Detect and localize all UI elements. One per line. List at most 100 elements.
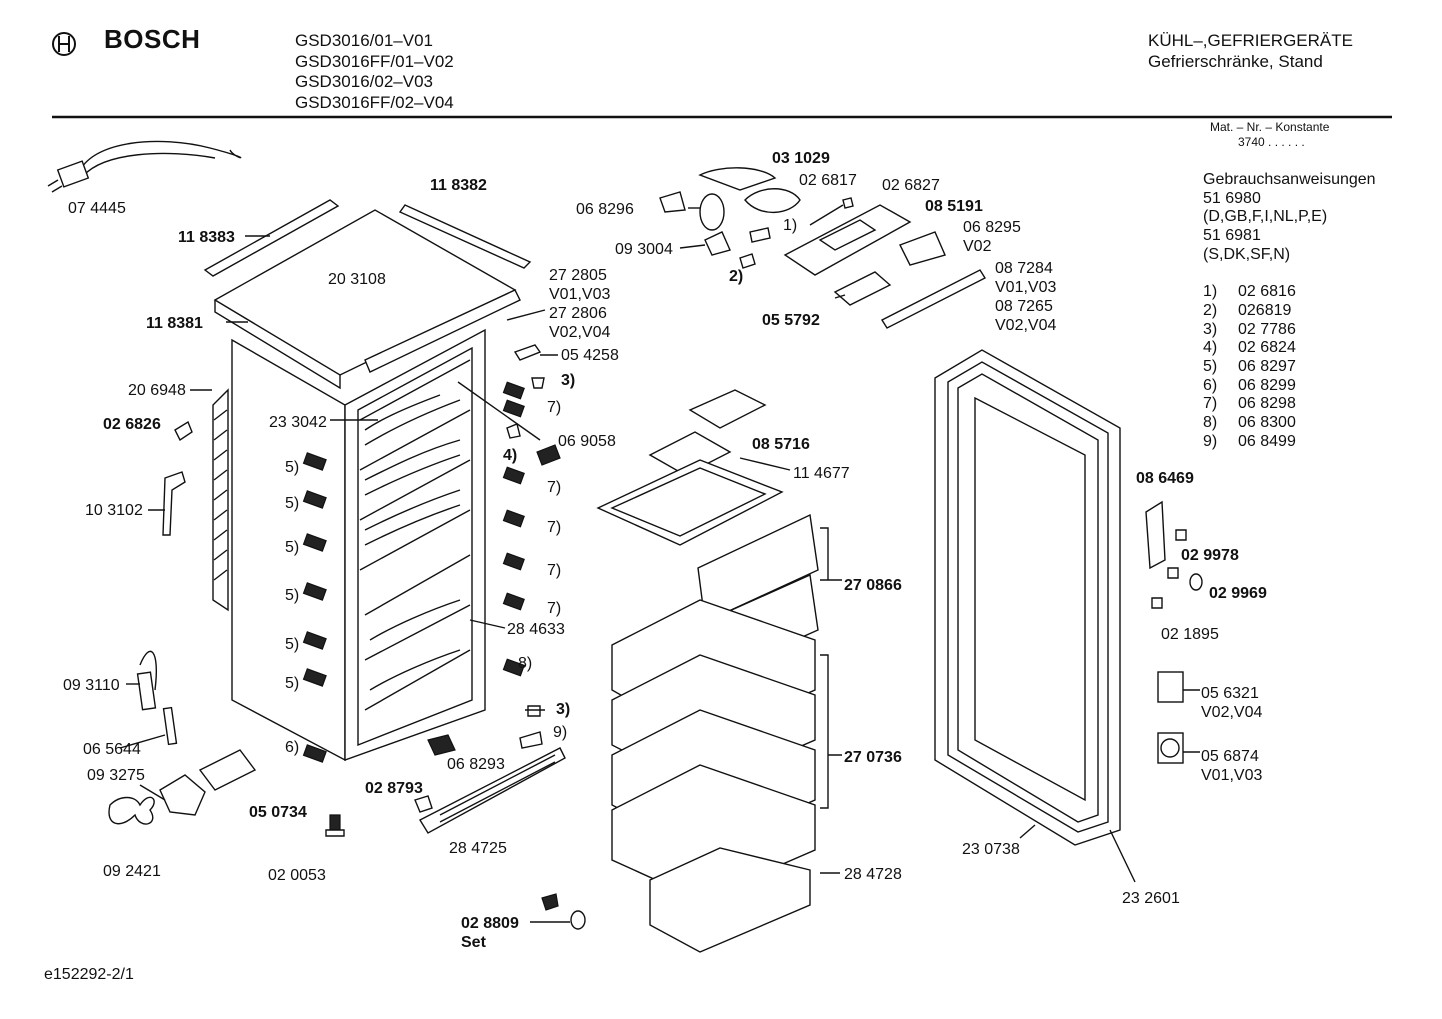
model-2: GSD3016FF/01–V02 xyxy=(295,52,454,71)
variant-label: V01,V03 xyxy=(1201,767,1263,784)
footnote-num: 2) xyxy=(1203,302,1218,319)
ref-label: 5) xyxy=(285,539,300,556)
thermostat-sensor-icon xyxy=(162,471,186,536)
footnote-num: 5) xyxy=(1203,358,1218,375)
part-label: 27 0736 xyxy=(844,749,902,766)
ref-label: 5) xyxy=(285,495,300,512)
part-label: 02 9969 xyxy=(1209,585,1267,602)
ref-label: 5) xyxy=(285,636,300,653)
footnote-part: 02 6824 xyxy=(1238,339,1296,356)
ref-label: 3) xyxy=(561,372,576,389)
category-title: KÜHL–,GEFRIERGERÄTE xyxy=(1148,31,1353,50)
part-label: 27 2805 xyxy=(549,267,607,284)
part-label: 02 8793 xyxy=(365,780,423,797)
right-clips-icon xyxy=(502,381,525,677)
ref-label: 7) xyxy=(547,399,562,416)
freezer-door-icon xyxy=(934,349,1121,846)
part-label: 08 7265 xyxy=(995,298,1053,315)
part-label: 02 0053 xyxy=(268,867,326,884)
manuals-title: Gebrauchsanweisungen xyxy=(1203,171,1376,188)
footnote-part: 02 7786 xyxy=(1238,321,1296,338)
footnote-part: 06 8299 xyxy=(1238,377,1296,394)
footnote-part: 06 8499 xyxy=(1238,433,1296,450)
ref-label: 8) xyxy=(518,655,533,672)
manual-2: 51 6981 xyxy=(1203,227,1261,244)
part-label: 02 6827 xyxy=(882,177,940,194)
ref-label: 3) xyxy=(556,701,571,718)
model-4: GSD3016FF/02–V04 xyxy=(295,93,454,112)
manual-1-langs: (D,GB,F,I,NL,P,E) xyxy=(1203,208,1328,225)
footnote-num: 8) xyxy=(1203,414,1218,431)
footnote-part: 06 8298 xyxy=(1238,395,1296,412)
part-label: 02 1895 xyxy=(1161,626,1219,643)
part-label: 09 3110 xyxy=(63,677,120,694)
footnote-part: 06 8297 xyxy=(1238,358,1296,375)
part-label: 20 3108 xyxy=(328,271,386,288)
part-label: 11 8382 xyxy=(430,177,487,194)
part-label: 08 5716 xyxy=(752,436,810,453)
model-1: GSD3016/01–V01 xyxy=(295,31,433,50)
ref-label: 5) xyxy=(285,675,300,692)
part-label: 05 0734 xyxy=(249,804,307,821)
part-label: 27 2806 xyxy=(549,305,607,322)
part-label: 02 6817 xyxy=(799,172,857,189)
part-label: 28 4725 xyxy=(449,840,507,857)
drawing-id: e152292-2/1 xyxy=(44,966,134,983)
part-label: 23 2601 xyxy=(1122,890,1180,907)
part-label: 06 5644 xyxy=(83,741,141,758)
fan-motor-icon xyxy=(108,749,257,825)
ref-label: 1) xyxy=(783,217,798,234)
part-label: 06 8295 xyxy=(963,219,1021,236)
mat-label: Mat. – Nr. – Konstante xyxy=(1210,120,1330,134)
ref-label: 6) xyxy=(285,739,300,756)
power-cord-icon xyxy=(47,140,242,193)
mat-value: 3740 . . . . . . xyxy=(1238,135,1305,149)
tray-114677-icon xyxy=(596,459,784,546)
ref-label: 7) xyxy=(547,562,562,579)
model-3: GSD3016/02–V03 xyxy=(295,72,433,91)
ref-label: 5) xyxy=(285,587,300,604)
part-label: 03 1029 xyxy=(772,150,830,167)
footnote-part: 026819 xyxy=(1238,302,1292,319)
part-label: 20 6948 xyxy=(128,382,186,399)
part-label: 08 6469 xyxy=(1136,470,1194,487)
ice-tray-icon xyxy=(648,389,767,476)
freezer-drawers-icon xyxy=(611,513,819,953)
manual-1: 51 6980 xyxy=(1203,190,1261,207)
category-subtitle: Gefrierschränke, Stand xyxy=(1148,52,1323,71)
ref-label: 7) xyxy=(547,600,562,617)
brand-name: BOSCH xyxy=(104,24,201,54)
set-label: Set xyxy=(461,934,486,951)
ref-label: 5) xyxy=(285,459,300,476)
part-label: 05 5792 xyxy=(762,312,820,329)
ref-label: 7) xyxy=(547,479,562,496)
part-label: 08 5191 xyxy=(925,198,983,215)
variant-label: V01,V03 xyxy=(549,286,611,303)
variant-label: V01,V03 xyxy=(995,279,1057,296)
part-label: 08 7284 xyxy=(995,260,1053,277)
variant-label: V02 xyxy=(963,238,992,255)
part-label: 02 6826 xyxy=(103,416,161,433)
clip-026826-icon xyxy=(174,420,193,442)
condenser-icon xyxy=(212,388,229,612)
footnote-num: 6) xyxy=(1203,377,1218,394)
part-label: 09 2421 xyxy=(103,863,161,880)
part-label: 06 8296 xyxy=(576,201,634,218)
part-label: 07 4445 xyxy=(68,200,126,217)
footnote-num: 3) xyxy=(1203,321,1218,338)
part-label: 02 9978 xyxy=(1181,547,1239,564)
part-label: 02 8809 xyxy=(461,915,519,932)
part-label: 09 3004 xyxy=(615,241,673,258)
part-label: 06 9058 xyxy=(558,433,616,450)
footnote-num: 4) xyxy=(1203,339,1218,356)
label-plate-icon xyxy=(1157,671,1184,703)
footnote-num: 7) xyxy=(1203,395,1218,412)
part-label: 09 3275 xyxy=(87,767,145,784)
variant-label: V02,V04 xyxy=(549,324,611,341)
part-label: 05 4258 xyxy=(561,347,619,364)
part-label: 11 8381 xyxy=(146,315,203,332)
part-label: 06 8293 xyxy=(447,756,505,773)
part-label: 11 4677 xyxy=(793,465,850,482)
bosch-logo-icon xyxy=(52,32,76,56)
